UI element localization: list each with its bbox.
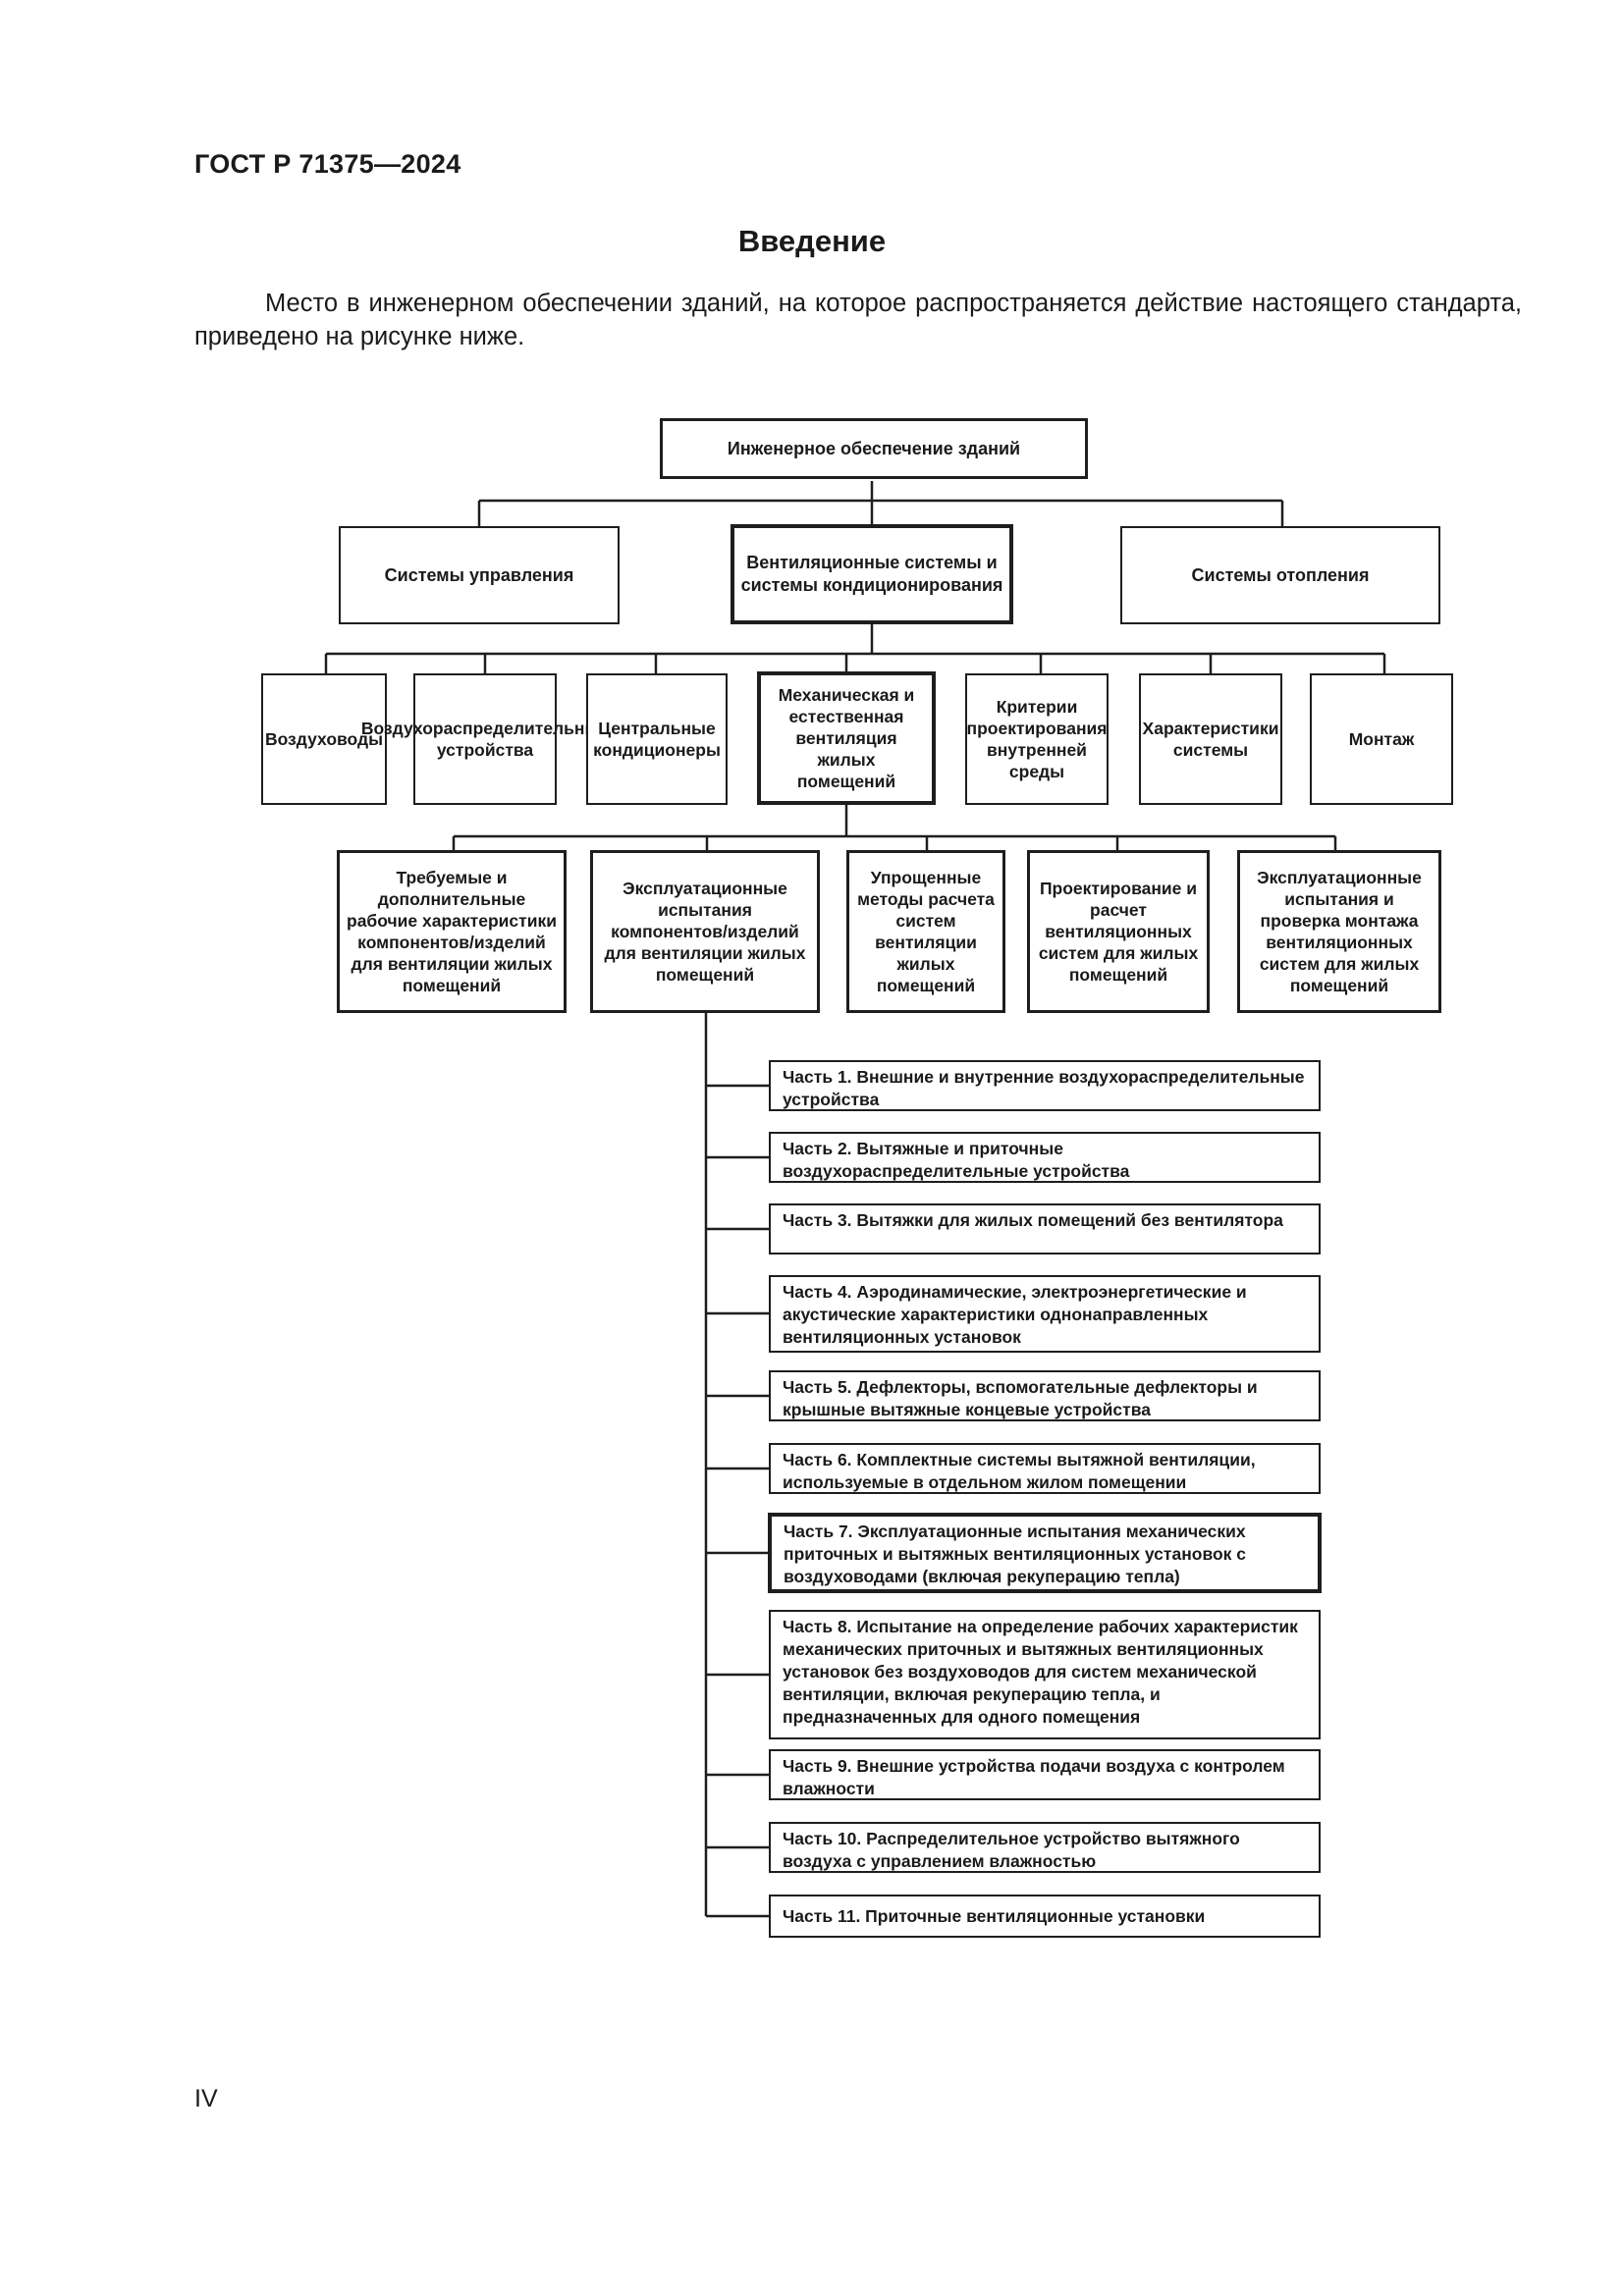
node-label: Эксплуатационные испытания и проверка мо… xyxy=(1257,868,1422,995)
node-label: Инженерное обеспечение зданий xyxy=(727,438,1021,458)
node-label: Центральные кондиционеры xyxy=(593,719,721,760)
level2-node: Центральные кондиционеры xyxy=(586,673,728,805)
level3-node: Требуемые и дополнительные рабочие харак… xyxy=(337,850,567,1013)
level3-node: Упрощенные методы расчета систем вентиля… xyxy=(846,850,1005,1013)
node-label: Монтаж xyxy=(1348,729,1415,749)
part-box: Часть 4. Аэродинамические, электроэнерге… xyxy=(769,1275,1321,1353)
section-title: Введение xyxy=(737,224,887,258)
node-label: Системы управления xyxy=(384,564,574,585)
node-label: Требуемые и дополнительные рабочие харак… xyxy=(347,868,557,995)
level1-node: Системы управления xyxy=(339,526,620,624)
level3-node-tests: Эксплуатационные испытания компонентов/и… xyxy=(590,850,820,1013)
part-label: Часть 9. Внешние устройства подачи возду… xyxy=(783,1756,1285,1798)
part-box: Часть 2. Вытяжные и приточные воздухорас… xyxy=(769,1132,1321,1183)
level1-node-ventilation: Вентиляционные системы и системы кондици… xyxy=(731,524,1013,624)
intro-paragraph: Место в инженерном обеспечении зданий, н… xyxy=(194,290,1522,350)
node-label: Системы отопления xyxy=(1191,564,1370,585)
node-label: Упрощенные методы расчета систем вентиля… xyxy=(857,868,995,995)
part-label: Часть 11. Приточные вентиляционные устан… xyxy=(783,1905,1206,1926)
part-box: Часть 3. Вытяжки для жилых помещений без… xyxy=(769,1203,1321,1255)
part-box: Часть 8. Испытание на определение рабочи… xyxy=(769,1610,1321,1739)
part-label: Часть 5. Дефлекторы, вспомогательные деф… xyxy=(783,1377,1258,1419)
part-box: Часть 10. Распределительное устройство в… xyxy=(769,1822,1321,1873)
part-label: Часть 1. Внешние и внутренние воздухорас… xyxy=(783,1067,1305,1109)
part-label: Часть 2. Вытяжные и приточные воздухорас… xyxy=(783,1139,1130,1181)
level3-node: Эксплуатационные испытания и проверка мо… xyxy=(1237,850,1441,1013)
level2-node: Монтаж xyxy=(1310,673,1453,805)
part-label: Часть 10. Распределительное устройство в… xyxy=(783,1829,1240,1871)
node-label: Критерии проектирования внутренней среды xyxy=(966,697,1108,781)
level2-node: Воздухораспределительные устройства xyxy=(361,673,609,805)
part-box: Часть 1. Внешние и внутренние воздухорас… xyxy=(769,1060,1321,1111)
part-label: Часть 3. Вытяжки для жилых помещений без… xyxy=(783,1210,1283,1230)
root-node: Инженерное обеспечение зданий xyxy=(660,418,1088,479)
part-label: Часть 6. Комплектные системы вытяжной ве… xyxy=(783,1450,1256,1492)
node-label: Характеристики системы xyxy=(1142,719,1279,760)
node-label: Эксплуатационные испытания компонентов/и… xyxy=(604,879,806,985)
part-box: Часть 9. Внешние устройства подачи возду… xyxy=(769,1749,1321,1800)
part-label: Часть 7. Эксплуатационные испытания меха… xyxy=(784,1522,1247,1586)
node-label: Вентиляционные системы и системы кондици… xyxy=(740,553,1003,595)
part-box: Часть 11. Приточные вентиляционные устан… xyxy=(769,1895,1321,1938)
node-label: Воздуховоды xyxy=(264,729,384,749)
part-box: Часть 5. Дефлекторы, вспомогательные деф… xyxy=(769,1370,1321,1421)
part-label: Часть 8. Испытание на определение рабочи… xyxy=(783,1617,1298,1727)
level2-node: Воздуховоды xyxy=(261,673,387,805)
part-box: Часть 6. Комплектные системы вытяжной ве… xyxy=(769,1443,1321,1494)
level1-node: Системы отопления xyxy=(1120,526,1440,624)
level3-node: Проектирование и расчет вентиляционных с… xyxy=(1027,850,1210,1013)
page-number: IV xyxy=(194,2085,218,2112)
level2-node: Критерии проектирования внутренней среды xyxy=(965,673,1109,805)
node-label: Воздухораспределительные устройства xyxy=(360,719,610,760)
node-label: Проектирование и расчет вентиляционных с… xyxy=(1038,879,1199,985)
part-label: Часть 4. Аэродинамические, электроэнерге… xyxy=(783,1282,1247,1347)
node-label: Механическая и естественная вентиляция ж… xyxy=(778,685,915,791)
level2-node: Характеристики системы xyxy=(1139,673,1282,805)
level2-node-residential: Механическая и естественная вентиляция ж… xyxy=(757,671,936,805)
part-box-highlighted: Часть 7. Эксплуатационные испытания меха… xyxy=(768,1513,1322,1593)
standard-code: ГОСТ Р 71375—2024 xyxy=(194,149,461,179)
